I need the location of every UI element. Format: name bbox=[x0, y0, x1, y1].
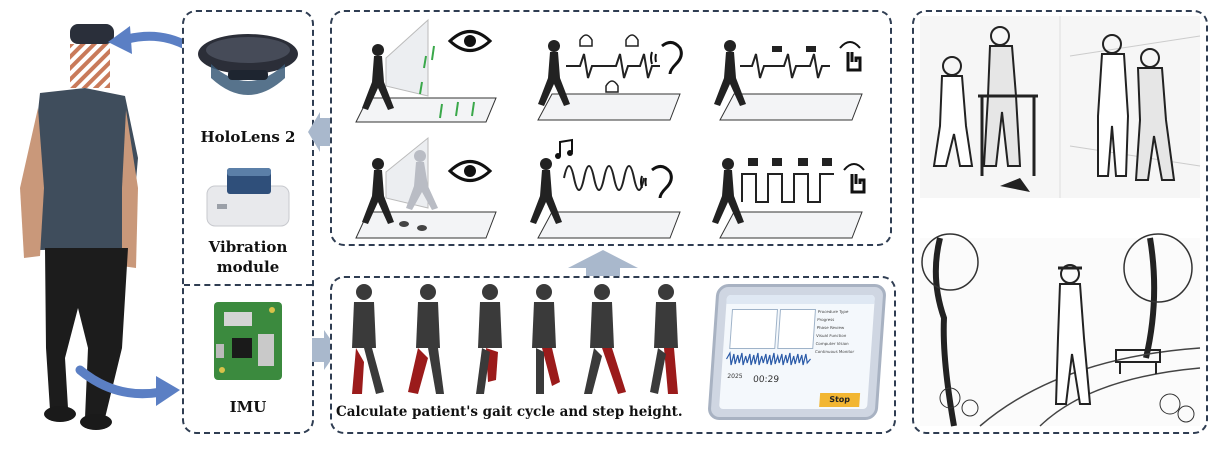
hand-touch-icon bbox=[839, 41, 862, 72]
menu-item[interactable]: Phase Review bbox=[816, 325, 845, 330]
menu-item[interactable]: Progress bbox=[817, 317, 835, 322]
arrow-to-imu bbox=[75, 365, 180, 406]
haptic-square-scene bbox=[712, 158, 863, 239]
menu-item[interactable]: Procedure Type bbox=[817, 309, 849, 314]
walking-silhouettes bbox=[352, 284, 678, 394]
arrow-gait-to-feedback bbox=[568, 250, 638, 284]
stop-button[interactable]: Stop bbox=[819, 393, 861, 407]
imu-label: IMU bbox=[229, 398, 267, 416]
devices-divider bbox=[184, 284, 312, 286]
ear-icon bbox=[650, 41, 683, 75]
silhouette-4 bbox=[532, 284, 560, 394]
haptic-pulse-scene bbox=[714, 40, 863, 121]
footprint-panel bbox=[729, 309, 779, 349]
auditory-beep-scene bbox=[537, 34, 681, 121]
silhouette-3 bbox=[476, 284, 502, 394]
tablet-timer: 00:29 bbox=[752, 375, 780, 385]
tablet-screen: 2025 00:29 Procedure Type Progress Phase… bbox=[719, 295, 875, 409]
arrow-panel-to-devices bbox=[308, 112, 332, 152]
tablet-year: 2025 bbox=[727, 373, 743, 380]
tablet-device: 2025 00:29 Procedure Type Progress Phase… bbox=[707, 284, 887, 420]
vibration-module-image bbox=[206, 168, 290, 227]
ear-icon-2 bbox=[640, 165, 673, 199]
imu-board-image bbox=[214, 302, 282, 380]
park-walk-illustration bbox=[920, 233, 1201, 427]
menu-item[interactable]: Computer Vision bbox=[815, 341, 849, 346]
arrow-imu-to-gait bbox=[312, 330, 338, 370]
auditory-tone-scene bbox=[530, 158, 681, 239]
silhouette-5 bbox=[584, 284, 626, 394]
tablet-menu: Procedure Type Progress Phase Review Vis… bbox=[815, 309, 872, 357]
tablet-topbar bbox=[726, 295, 875, 304]
person-figure bbox=[20, 24, 138, 430]
eye-icon bbox=[447, 30, 493, 52]
hand-touch-icon-2 bbox=[843, 163, 866, 194]
clinic-rehab-illustration bbox=[920, 16, 1201, 198]
chart-panel bbox=[777, 309, 817, 349]
menu-item[interactable]: Visual Function bbox=[815, 333, 847, 338]
hololens-image bbox=[198, 34, 298, 95]
visual-cue-lines-scene bbox=[355, 18, 497, 123]
music-note-icon bbox=[555, 138, 573, 159]
gait-signal-wave bbox=[725, 351, 811, 366]
vibration-label-1: Vibration bbox=[208, 238, 288, 256]
silhouette-6 bbox=[650, 284, 678, 394]
menu-item[interactable]: Continuous Monitor bbox=[814, 349, 855, 354]
eye-icon-2 bbox=[447, 160, 493, 182]
hololens-label: HoloLens 2 bbox=[200, 128, 296, 146]
visual-cue-footprints-scene bbox=[355, 136, 497, 239]
silhouette-2 bbox=[408, 284, 444, 394]
arrow-to-hololens bbox=[108, 26, 194, 54]
vibration-label-2: module bbox=[216, 258, 280, 276]
silhouette-1 bbox=[352, 284, 384, 394]
gait-caption: Calculate patient's gait cycle and step … bbox=[336, 404, 683, 420]
